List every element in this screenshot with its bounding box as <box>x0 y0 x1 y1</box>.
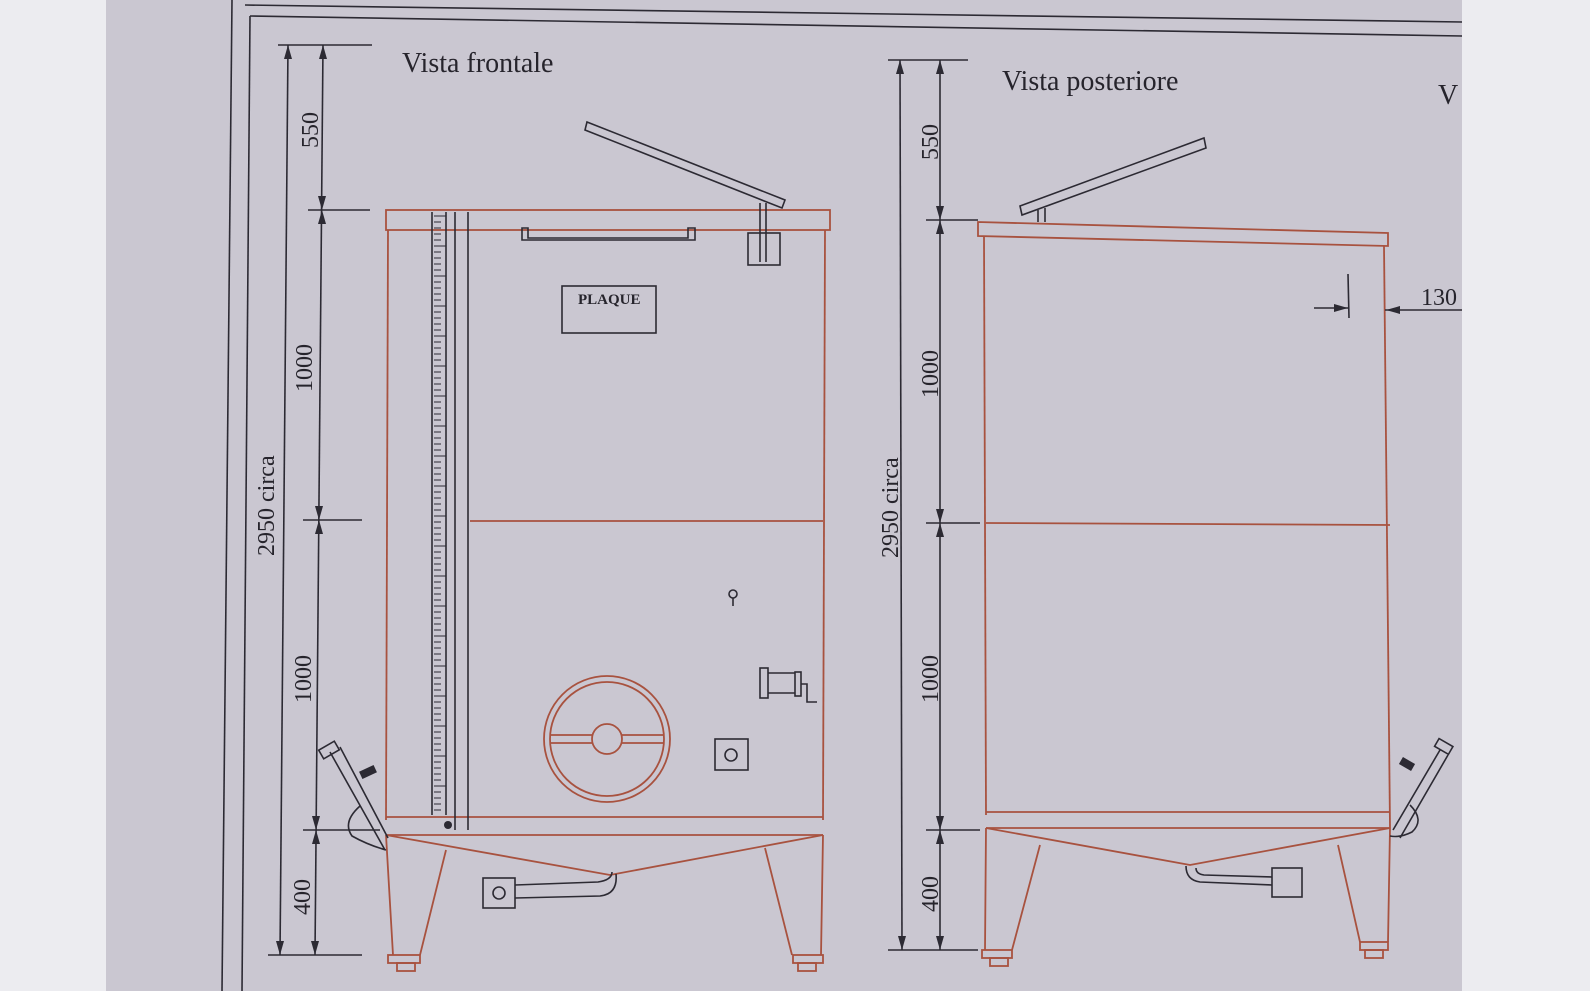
front-dim-total: 2950 circa <box>254 455 280 556</box>
front-dim-550: 550 <box>298 112 324 148</box>
manhole-door <box>543 675 671 803</box>
offset-dimension: 130 <box>1314 273 1462 319</box>
bottom-outlet <box>482 871 617 909</box>
front-view: Vista frontale 550 1000 1000 400 2950 ci… <box>254 44 831 972</box>
rear-bottom-outlet <box>1185 865 1303 898</box>
rear-dim-550: 550 <box>918 124 944 160</box>
rear-dim-1000-lower: 1000 <box>918 655 944 703</box>
fittings <box>714 589 817 771</box>
rear-tank <box>977 221 1391 967</box>
front-dim-1000-lower: 1000 <box>291 655 317 703</box>
sample-valve-right <box>1389 737 1455 839</box>
third-view-title-fragment: V <box>1438 80 1458 111</box>
plate-label: PLAQUE <box>578 292 641 308</box>
rear-dim-1000-upper: 1000 <box>918 350 944 398</box>
lid-arm <box>584 120 787 266</box>
front-dim-1000-upper: 1000 <box>292 344 318 392</box>
rear-dim-total: 2950 circa <box>878 457 904 558</box>
drawing-frame <box>221 0 1463 991</box>
paper-sheet <box>106 0 1462 991</box>
rear-dimension-lines <box>888 59 980 951</box>
front-dimension-lines <box>268 44 380 956</box>
front-view-title: Vista frontale <box>402 48 553 79</box>
front-dim-400: 400 <box>290 879 316 915</box>
rear-dim-400: 400 <box>918 876 944 912</box>
rear-view: Vista posteriore 550 1000 1000 400 2950 … <box>878 59 1462 967</box>
nameplate: PLAQUE <box>561 285 657 334</box>
sample-valve-left <box>317 740 389 851</box>
rear-view-title: Vista posteriore <box>1002 66 1178 97</box>
offset-dim-130: 130 <box>1421 285 1457 311</box>
right-margin <box>1462 0 1590 991</box>
front-tank <box>385 209 831 972</box>
rear-lid-arm <box>1019 136 1207 222</box>
level-gauge <box>431 212 469 830</box>
lid-handle <box>521 227 696 241</box>
